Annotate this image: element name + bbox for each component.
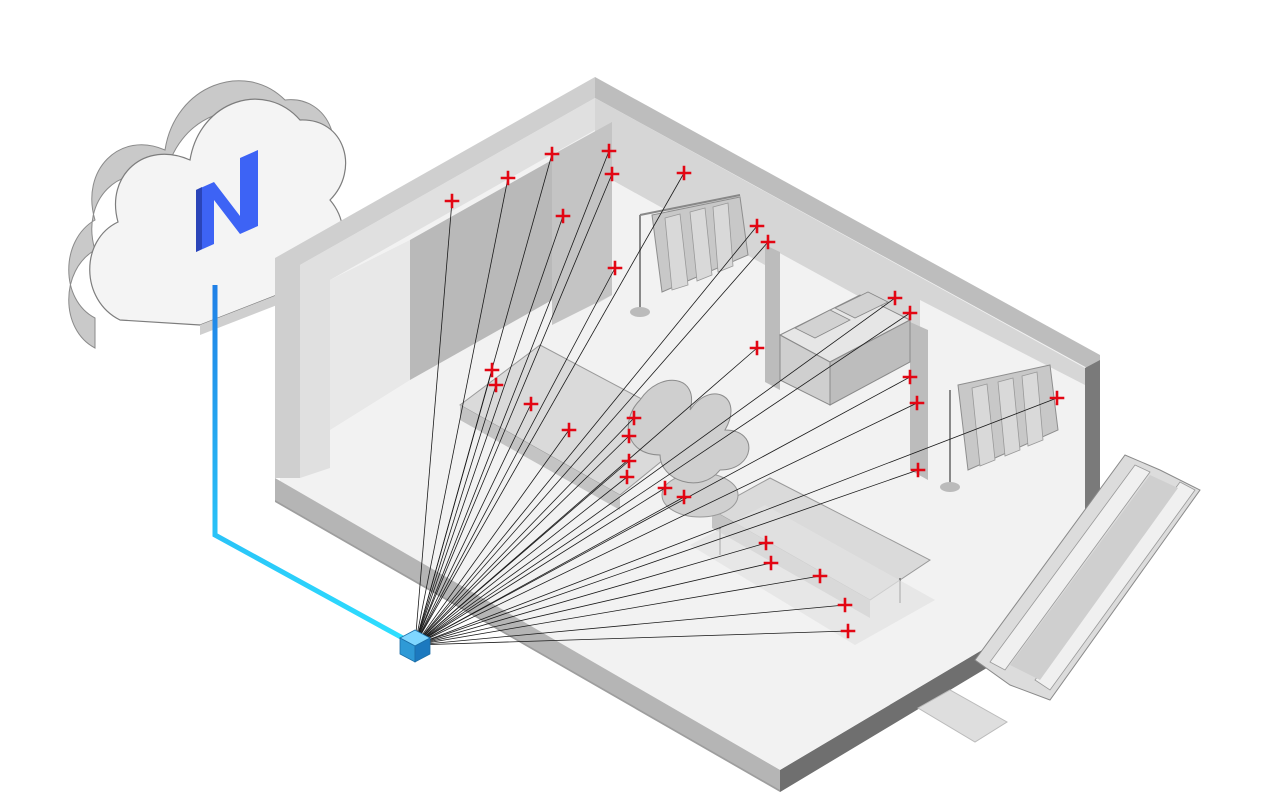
cloud-logo: [196, 150, 258, 252]
wall-right: [595, 77, 1100, 375]
detection-marker: [555, 208, 571, 224]
detection-markers: [444, 143, 1065, 639]
detection-marker: [607, 260, 623, 276]
detection-marker: [763, 555, 779, 571]
sensor-ray: [414, 575, 821, 646]
sensor-ray: [414, 403, 532, 646]
detection-marker: [619, 469, 635, 485]
detection-marker: [561, 422, 577, 438]
detection-marker: [601, 143, 617, 159]
detection-marker: [909, 395, 925, 411]
sensor-ray: [414, 215, 564, 646]
sensor-ray: [414, 487, 666, 646]
floor-mat: [917, 689, 1008, 743]
sensor-rays: [414, 150, 1058, 646]
sensor-ray: [414, 469, 919, 646]
sensor-ray: [414, 376, 911, 646]
sensor-ray: [414, 177, 509, 646]
sensor-ray: [414, 241, 769, 646]
sensor-ray: [414, 173, 613, 646]
sensor-ray: [414, 476, 628, 646]
detection-marker: [812, 568, 828, 584]
detection-marker: [488, 377, 504, 393]
potted-plant: [627, 379, 750, 518]
detection-marker: [758, 535, 774, 551]
sensor-ray: [414, 542, 767, 646]
clothing-rack: [630, 194, 749, 317]
sensor-ray: [414, 172, 685, 646]
detection-marker: [484, 362, 500, 378]
detection-marker: [749, 340, 765, 356]
clothing-rack: [940, 364, 1059, 492]
sensor-ray: [414, 460, 630, 646]
detection-marker: [657, 480, 673, 496]
detection-marker: [500, 170, 516, 186]
sensor-ray: [414, 267, 616, 646]
sensor-cube: [399, 629, 431, 663]
detection-marker: [444, 193, 460, 209]
detection-marker: [544, 146, 560, 162]
sensor-ray: [414, 297, 896, 646]
detection-marker: [910, 462, 926, 478]
sensor-ray: [414, 225, 758, 646]
detection-marker: [626, 410, 642, 426]
detection-marker: [676, 489, 692, 505]
bench: [690, 477, 935, 645]
detection-marker: [1049, 390, 1065, 406]
sensor-ray: [414, 435, 630, 646]
sensor-ray: [414, 200, 453, 646]
detection-marker: [902, 369, 918, 385]
detection-marker: [523, 396, 539, 412]
sensor-ray: [414, 630, 849, 646]
detection-marker: [760, 234, 776, 250]
sensor-ray: [414, 496, 685, 646]
sensor-ray: [414, 604, 846, 646]
sensor-ray: [414, 562, 772, 646]
sensor-ray: [414, 397, 1058, 646]
detection-marker: [621, 453, 637, 469]
sensor-ray: [414, 429, 570, 646]
sensor-ray: [414, 417, 635, 646]
sensor-ray: [414, 150, 610, 646]
detection-marker: [749, 218, 765, 234]
escalator: [974, 454, 1201, 701]
detection-marker: [902, 305, 918, 321]
detection-marker: [840, 623, 856, 639]
detection-marker: [621, 428, 637, 444]
detection-marker: [887, 290, 903, 306]
display-table: [778, 291, 912, 406]
sensor-ray: [414, 312, 911, 646]
detection-marker: [604, 166, 620, 182]
detection-marker: [837, 597, 853, 613]
sensor-ray: [414, 402, 918, 646]
detection-marker: [676, 165, 692, 181]
sensor-ray: [414, 384, 497, 646]
sensor-ray: [414, 369, 493, 646]
connection-wire: [212, 285, 412, 645]
cloud-service: [68, 80, 347, 349]
